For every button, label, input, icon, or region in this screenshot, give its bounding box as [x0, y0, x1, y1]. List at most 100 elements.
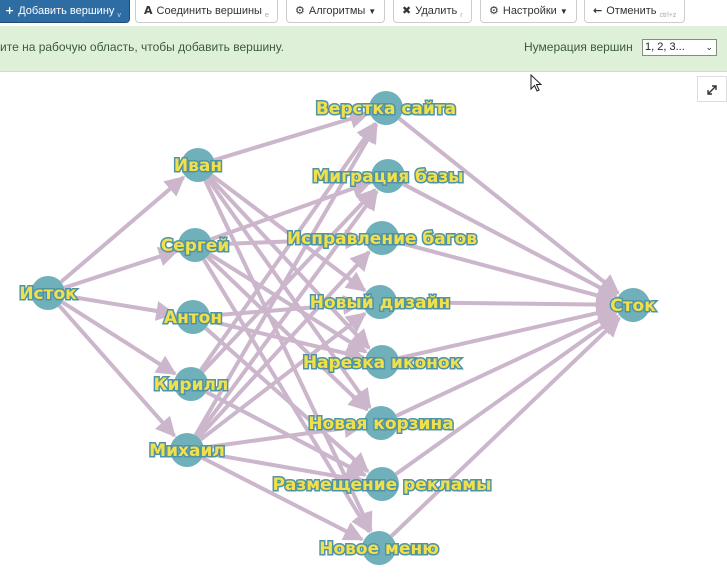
vertex-label: Исправление багов [287, 229, 477, 249]
edge-ivan-cart[interactable] [206, 177, 372, 410]
edge-mikhail-migration[interactable] [195, 189, 379, 438]
chevron-down-icon: ⌄ [705, 42, 713, 52]
close-icon: ✖ [402, 4, 412, 17]
edge-icons-sink[interactable] [398, 303, 617, 361]
delete-shortcut: r [460, 12, 463, 19]
algorithms-label: Алгоритмы [308, 5, 366, 17]
edge-mikhail-design[interactable] [199, 311, 367, 442]
edge-anton-design[interactable] [209, 294, 364, 318]
edge-source-sergey[interactable] [63, 246, 179, 290]
edge-mikhail-cart[interactable] [203, 418, 365, 450]
gear-icon: ⚙ [489, 4, 499, 17]
edge-site-sink[interactable] [398, 117, 620, 295]
vertex-circle [363, 285, 397, 319]
edge-ivan-icons[interactable] [208, 176, 371, 350]
vertex-cart[interactable]: Новая корзина [307, 406, 455, 440]
edge-ivan-design[interactable] [210, 173, 367, 293]
vertex-label: Новая корзина [308, 414, 453, 434]
plus-icon: + [5, 4, 15, 17]
edge-source-anton[interactable] [64, 293, 177, 321]
edge-ivan-menu[interactable] [203, 179, 373, 533]
edge-source-kirill[interactable] [61, 300, 177, 376]
vertex-label: Верстка сайта [316, 99, 456, 119]
edge-mikhail-bugs[interactable] [197, 250, 371, 439]
edge-sergey-menu[interactable] [202, 258, 371, 534]
edge-bugs-sink[interactable] [397, 240, 617, 306]
vertex-label: Сток [610, 296, 656, 316]
edge-mikhail-site[interactable] [193, 122, 379, 437]
vertex-circle [181, 148, 215, 182]
settings-label: Настройки [502, 5, 557, 17]
edge-ivan-site[interactable] [213, 109, 370, 162]
edge-sergey-migration[interactable] [210, 179, 372, 242]
vertex-source[interactable]: Исток [18, 276, 79, 310]
fullscreen-button[interactable] [697, 76, 727, 102]
add-vertex-shortcut: v [117, 12, 121, 19]
vertex-kirill[interactable]: Кирилл [152, 367, 230, 401]
settings-button[interactable]: ⚙Настройки▼ [480, 0, 577, 23]
add-vertex-label: Добавить вершину [18, 5, 115, 17]
vertex-circle [31, 276, 65, 310]
vertex-circle [364, 406, 398, 440]
vertex-design[interactable]: Новый дизайн [308, 285, 452, 319]
vertex-ads[interactable]: Размещение рекламы [271, 467, 493, 501]
edge-kirill-ads[interactable] [205, 390, 367, 477]
edge-migration-sink[interactable] [402, 182, 618, 298]
vertex-circle [362, 531, 396, 565]
edge-sergey-cart[interactable] [205, 255, 369, 412]
info-bar: ите на рабочую область, чтобы добавить в… [0, 26, 727, 72]
vertex-circle [365, 345, 399, 379]
expand-icon [707, 85, 717, 95]
connect-vertices-shortcut: e [264, 12, 269, 19]
vertex-menu[interactable]: Новое меню [318, 531, 440, 565]
edge-mikhail-menu[interactable] [201, 455, 364, 542]
chevron-down-icon: ▼ [559, 7, 568, 16]
edge-kirill-site[interactable] [199, 121, 377, 372]
edges-layer [57, 109, 621, 542]
vertex-ivan[interactable]: Иван [172, 148, 224, 182]
edge-cart-sink[interactable] [395, 311, 618, 418]
numbering-select[interactable]: 1, 2, 3... ⌄ [642, 39, 717, 56]
edge-anton-ads[interactable] [204, 326, 370, 473]
vertex-mikhail[interactable]: Михаил [148, 433, 226, 467]
vertex-icons[interactable]: Нарезка иконок [301, 345, 463, 379]
connect-icon: A [144, 4, 153, 17]
edge-source-mikhail[interactable] [57, 304, 176, 438]
algorithms-button[interactable]: ⚙Алгоритмы▼ [286, 0, 386, 23]
vertex-label: Антон [164, 308, 222, 328]
vertex-bugs[interactable]: Исправление багов [285, 221, 479, 255]
vertex-anton[interactable]: Антон [162, 300, 224, 334]
vertex-circle [178, 228, 212, 262]
numbering-select-value: 1, 2, 3... [645, 41, 685, 53]
vertex-label: Кирилл [154, 375, 229, 395]
undo-shortcut: ctrl+z [659, 12, 677, 19]
vertex-label: Сергей [161, 236, 230, 256]
vertex-sink[interactable]: Сток [609, 288, 658, 322]
vertex-sergey[interactable]: Сергей [159, 228, 231, 262]
vertex-site[interactable]: Верстка сайта [314, 91, 458, 125]
vertex-label: Миграция базы [312, 167, 463, 187]
edge-design-sink[interactable] [396, 294, 617, 315]
vertex-circle [365, 221, 399, 255]
edge-ads-sink[interactable] [394, 314, 620, 476]
undo-label: Отменить [606, 5, 657, 17]
edge-source-ivan[interactable] [59, 175, 186, 284]
edge-sergey-bugs[interactable] [211, 229, 366, 250]
chevron-down-icon: ▼ [368, 7, 377, 16]
hint-text: ите на рабочую область, чтобы добавить в… [0, 40, 284, 54]
edge-menu-sink[interactable] [389, 316, 621, 538]
edge-kirill-migration[interactable] [201, 188, 377, 374]
edge-sergey-icons[interactable] [208, 252, 368, 354]
connect-vertices-label: Соединить вершины [156, 5, 262, 17]
vertex-label: Иван [174, 156, 222, 176]
vertex-migration[interactable]: Миграция базы [311, 159, 465, 193]
edge-mikhail-ads[interactable] [203, 450, 366, 488]
